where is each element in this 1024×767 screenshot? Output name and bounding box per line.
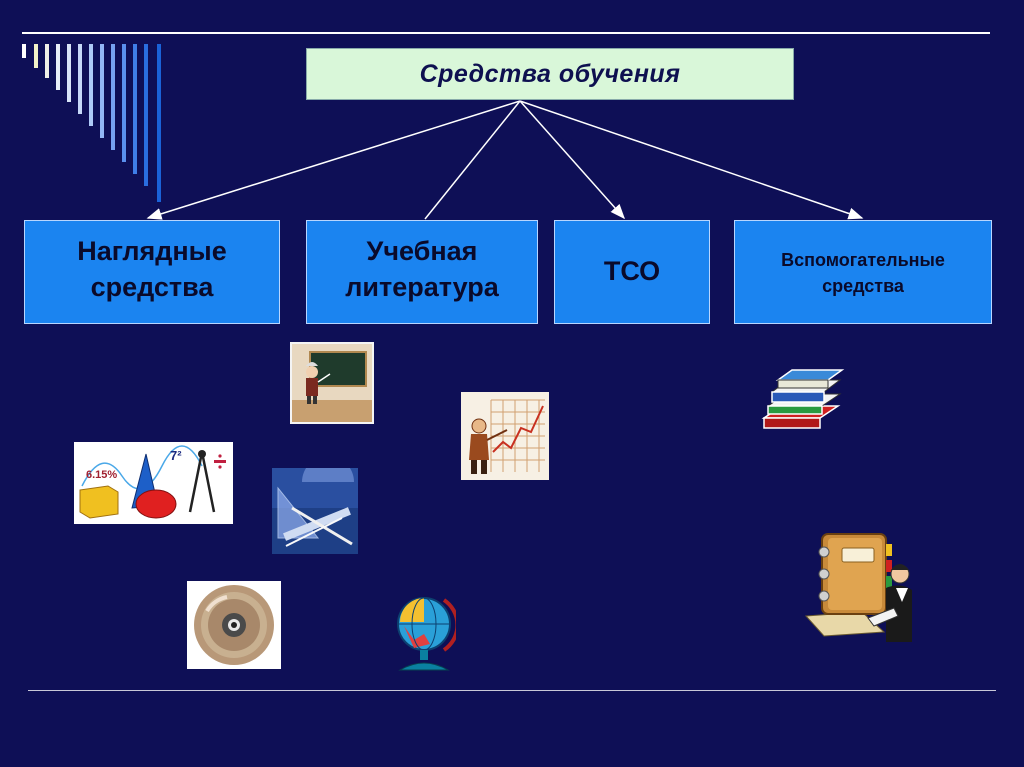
- title-box: Средства обучения: [306, 48, 794, 100]
- bottom-divider-line: [28, 690, 996, 691]
- category-auxiliary-means: Вспомогательные средства: [734, 220, 992, 324]
- teacher-at-blackboard-icon: [290, 342, 374, 424]
- category-label-line1: ТСО: [603, 256, 661, 286]
- books-stack-icon: [761, 369, 845, 429]
- category-label-line1: Наглядные: [77, 236, 227, 266]
- category-label-line1: Вспомогательные: [781, 250, 945, 270]
- category-label-line1: Учебная: [366, 236, 478, 266]
- category-label-line2: литература: [345, 272, 499, 302]
- category-educational-literature: Учебная литература: [306, 220, 538, 324]
- title-text: Средства обучения: [419, 59, 681, 88]
- category-tso: ТСО: [554, 220, 710, 324]
- notebook-person-icon: [804, 533, 912, 642]
- cd-disc-icon: [187, 581, 281, 669]
- drawing-tools-icon: [272, 468, 358, 554]
- category-visual-aids: Наглядные средства: [24, 220, 280, 324]
- presenter-chart-icon: [461, 392, 549, 480]
- top-divider-line: [22, 32, 990, 34]
- percent-label: 6.15%: [86, 469, 117, 481]
- globe-icon: [397, 597, 456, 671]
- power-label: 7²: [170, 448, 182, 463]
- category-label-line2: средства: [822, 276, 904, 296]
- category-label-line2: средства: [90, 272, 214, 302]
- geometry-shapes-icon: 6.15% 7²: [74, 442, 233, 524]
